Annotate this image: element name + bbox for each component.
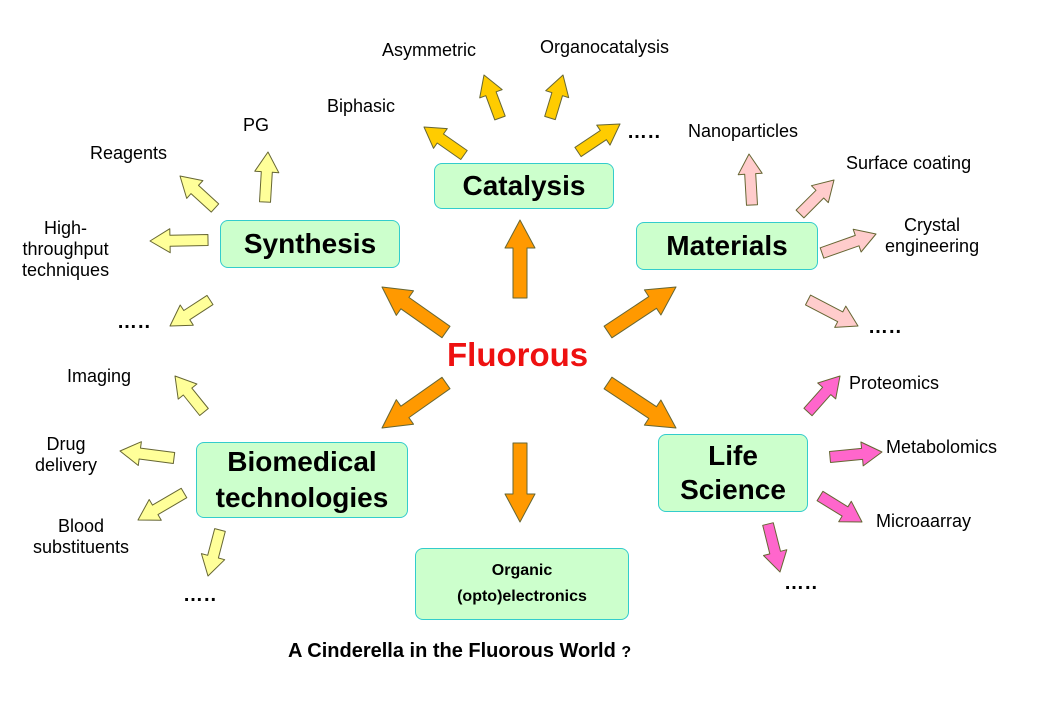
synthesis-more-dots: ….. xyxy=(117,311,152,333)
organic-electronics-box: Organic (opto)electronics xyxy=(415,548,629,620)
life-arrow-proteomics xyxy=(803,375,841,417)
microarray-label: Microaarray xyxy=(876,511,972,531)
high-throughput-label: High- throughput techniques xyxy=(22,218,109,281)
blood-substituents-line2: substituents xyxy=(33,537,130,557)
life-arrow-more xyxy=(762,522,788,573)
synthesis-arrow-reagents xyxy=(179,175,220,213)
caption-question-mark: ? xyxy=(621,644,632,661)
catalysis-box: Catalysis xyxy=(434,163,614,209)
materials-box: Materials xyxy=(636,222,818,270)
main-arrow-catalysis xyxy=(504,219,536,299)
synthesis-arrow-pg xyxy=(254,151,280,203)
biomedical-label-line2: technologies xyxy=(215,482,389,513)
organic-label-line2: (opto)electronics xyxy=(457,588,587,605)
drug-delivery-line2: delivery xyxy=(35,455,98,475)
life-science-box: Life Science xyxy=(658,434,808,512)
blood-substituents-label: Blood substituents xyxy=(33,516,129,558)
nanoparticles-label: Nanoparticles xyxy=(688,121,799,141)
catalysis-arrow-more xyxy=(574,123,621,158)
crystal-engineering-label: Crystal engineering xyxy=(885,215,979,257)
crystal-engineering-line1: Crystal xyxy=(904,215,961,235)
life-arrow-microarray xyxy=(816,490,863,523)
biomedical-label-line1: Biomedical xyxy=(227,446,377,477)
synthesis-label: Synthesis xyxy=(243,228,377,259)
biomedical-arrow-blood xyxy=(137,487,188,521)
high-throughput-line2: throughput xyxy=(22,239,109,259)
materials-label: Materials xyxy=(666,230,788,261)
drug-delivery-label: Drug delivery xyxy=(35,434,97,476)
main-arrow-materials xyxy=(603,286,677,339)
catalysis-more-dots: ….. xyxy=(627,121,662,143)
main-arrow-biomedical xyxy=(381,376,451,429)
biomedical-arrow-drug-delivery xyxy=(119,441,176,466)
high-throughput-line3: techniques xyxy=(22,260,110,280)
organocatalysis-label: Organocatalysis xyxy=(540,37,670,57)
caption: A Cinderella in the Fluorous World ? xyxy=(288,640,631,663)
organic-label-line1: Organic xyxy=(491,562,553,579)
drug-delivery-line1: Drug xyxy=(46,434,86,454)
catalysis-arrow-organocatalysis xyxy=(544,74,570,121)
catalysis-arrow-asymmetric xyxy=(479,74,506,121)
high-throughput-line1: High- xyxy=(44,218,88,238)
metabolomics-label: Metabolomics xyxy=(886,437,998,457)
imaging-label: Imaging xyxy=(67,366,132,386)
biphasic-label: Biphasic xyxy=(327,96,396,116)
biomedical-arrow-more xyxy=(200,528,226,577)
reagents-label: Reagents xyxy=(90,143,168,163)
catalysis-label: Catalysis xyxy=(462,170,586,201)
asymmetric-label: Asymmetric xyxy=(382,40,476,60)
materials-arrow-surface-coating xyxy=(795,179,835,219)
materials-more-dots: ….. xyxy=(868,316,903,338)
center-title: Fluorous xyxy=(447,336,589,373)
materials-arrow-more xyxy=(805,294,859,328)
blood-substituents-line1: Blood xyxy=(58,516,105,536)
life-science-more-dots: ….. xyxy=(784,572,819,594)
proteomics-label: Proteomics xyxy=(849,373,940,393)
biomedical-box: Biomedical technologies xyxy=(196,442,408,518)
synthesis-box: Synthesis xyxy=(220,220,400,268)
crystal-engineering-line2: engineering xyxy=(885,236,980,256)
biomedical-arrow-imaging xyxy=(174,375,209,416)
synthesis-arrow-high-throughput xyxy=(149,228,209,254)
surface-coating-label: Surface coating xyxy=(846,153,972,173)
biomedical-more-dots: ….. xyxy=(183,584,218,606)
main-arrow-life-science xyxy=(603,376,677,429)
life-science-label-line1: Life xyxy=(708,440,758,471)
materials-arrow-crystal xyxy=(819,228,877,259)
catalysis-arrow-biphasic xyxy=(423,126,468,160)
main-arrow-organic xyxy=(504,442,536,523)
materials-arrow-nanoparticles xyxy=(737,153,763,206)
life-science-label-line2: Science xyxy=(680,474,786,505)
main-arrow-synthesis xyxy=(381,286,451,339)
pg-label: PG xyxy=(243,115,270,135)
life-arrow-metabolomics xyxy=(829,441,883,467)
synthesis-arrow-more xyxy=(169,294,214,327)
caption-text: A Cinderella in the Fluorous World xyxy=(288,640,616,662)
